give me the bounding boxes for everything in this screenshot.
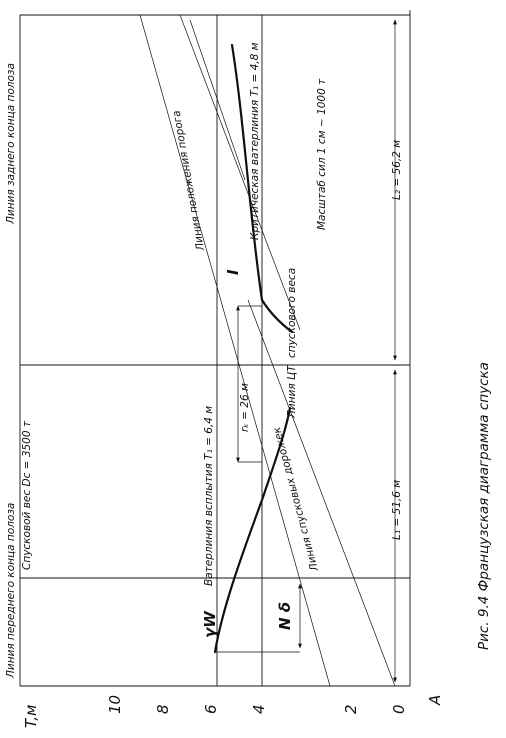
threshold-line xyxy=(179,14,301,331)
launch-weight-label-main: Спусковой вес Dс = 3500 т xyxy=(21,420,33,570)
rk-label: rₖ = 26 м xyxy=(239,383,251,432)
moment-curve xyxy=(230,43,264,302)
moment-curve-tail xyxy=(260,298,294,334)
n-delta-label: N δ xyxy=(276,602,294,630)
origin-label: А xyxy=(426,695,444,706)
critical-waterline-label: Критическая ватерлиния T₁ = 4,8 м xyxy=(249,42,261,240)
L2-label: L₂ = 56,2 м xyxy=(391,140,403,200)
roman-one-label: I xyxy=(224,269,242,275)
diagonal-lines xyxy=(139,14,396,687)
gamma-w-label: γW xyxy=(201,610,219,638)
y-axis-ticks: T,м 10 8 6 4 2 0 А xyxy=(22,695,444,728)
slipway-line xyxy=(139,14,331,687)
buoyancy-curve xyxy=(213,406,292,654)
dimension-arrows xyxy=(215,19,397,683)
rear-end-label: Линия заднего конца полоза xyxy=(5,63,17,225)
cg-line-label: Линия ЦТ xyxy=(286,364,298,419)
slipway-label: Линия спусковых дорожек xyxy=(271,425,321,573)
rotated-labels: Линия переднего конца полоза Линия задне… xyxy=(5,42,403,679)
float-waterline-label: Ватерлиния всплытия T₁ = 6,4 м xyxy=(203,406,215,586)
frame-lines xyxy=(19,10,411,687)
tick-2: 2 xyxy=(342,704,360,714)
diagram-curves xyxy=(213,43,294,654)
threshold-label: Линия положения порога xyxy=(170,110,207,253)
critical-line-upper xyxy=(189,19,246,181)
L1-label: L₁ = 51,6 м xyxy=(391,480,403,540)
force-scale-label: Масштаб сил 1 см ~ 1000 т xyxy=(316,78,328,230)
figure-caption: Рис. 9.4 Французская диаграмма спуска xyxy=(476,362,492,650)
launch-weight-short-label: спускового веса xyxy=(286,268,298,358)
y-axis-title: T,м xyxy=(22,705,40,728)
front-end-label: Линия переднего конца полоза xyxy=(5,503,17,679)
tick-8: 8 xyxy=(154,704,172,714)
tick-4: 4 xyxy=(250,704,268,714)
tick-6: 6 xyxy=(202,704,220,714)
tick-0: 0 xyxy=(390,704,408,714)
slipway-lower-line xyxy=(247,299,396,687)
tick-10: 10 xyxy=(106,695,124,714)
